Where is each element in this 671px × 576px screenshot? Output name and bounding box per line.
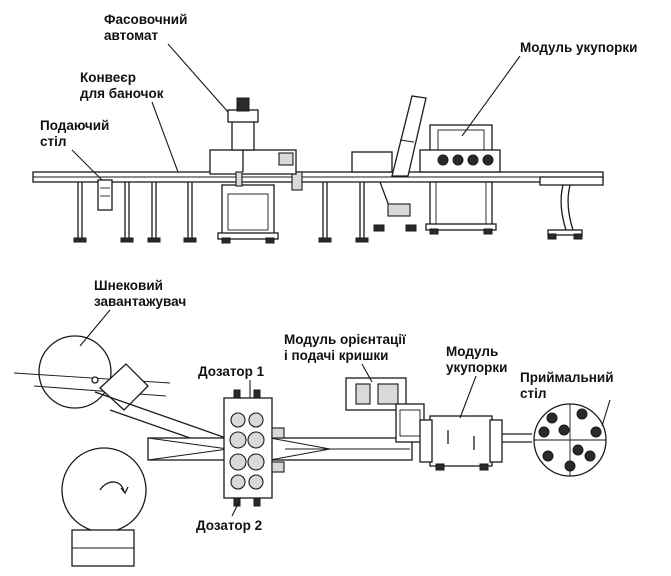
receiving-table-plan bbox=[533, 403, 607, 477]
label-screw-loader: Шнековий завантажувач bbox=[79, 278, 186, 347]
label-capper-top: Модуль укупорки bbox=[461, 40, 637, 137]
label-cap-orient: Модуль орієнтації і подачі кришки bbox=[284, 332, 407, 383]
label-conveyor-line1: Конвеєр bbox=[80, 70, 136, 85]
label-screw-loader-line1: Шнековий bbox=[94, 278, 163, 293]
screw-loader bbox=[13, 335, 231, 453]
label-dosator-1: Дозатор 1 bbox=[198, 364, 265, 398]
label-dosator-1-text: Дозатор 1 bbox=[198, 364, 265, 379]
capper-machine bbox=[351, 95, 501, 235]
label-receive-table: Приймальний стіл bbox=[520, 370, 614, 427]
label-capper-bottom-line1: Модуль bbox=[446, 344, 498, 359]
label-receive-table-line1: Приймальний bbox=[520, 370, 614, 385]
dosators bbox=[223, 389, 285, 507]
conveyor-rail bbox=[32, 171, 604, 186]
label-cap-orient-line1: Модуль орієнтації bbox=[284, 332, 407, 347]
filling-machine bbox=[209, 97, 297, 244]
label-feed-table: Подаючий стіл bbox=[40, 118, 109, 181]
cap-orientation-module bbox=[345, 377, 425, 443]
conveyor-legs bbox=[147, 171, 369, 243]
label-capper-bottom: Модуль укупорки bbox=[446, 344, 507, 419]
label-feed-table-line1: Подаючий bbox=[40, 118, 109, 133]
plan-view bbox=[13, 335, 607, 567]
second-hopper bbox=[61, 447, 147, 567]
label-cap-orient-line2: і подачі кришки bbox=[284, 348, 388, 363]
label-feed-table-line2: стіл bbox=[40, 134, 66, 149]
label-capper-bottom-line2: укупорки bbox=[446, 360, 507, 375]
label-filler-line1: Фасовочний bbox=[104, 12, 187, 27]
label-dosator-2: Дозатор 2 bbox=[196, 499, 262, 533]
receiving-table-side bbox=[547, 184, 583, 240]
label-filler: Фасовочний автомат bbox=[104, 12, 229, 113]
label-dosator-2-text: Дозатор 2 bbox=[196, 518, 262, 533]
label-receive-table-line2: стіл bbox=[520, 386, 546, 401]
label-conveyor-line2: для баночок bbox=[80, 86, 164, 101]
side-view bbox=[32, 95, 604, 244]
feed-table-legs bbox=[73, 179, 134, 243]
label-screw-loader-line2: завантажувач bbox=[94, 294, 186, 309]
label-conveyor: Конвеєр для баночок bbox=[80, 70, 179, 173]
plan-track bbox=[147, 437, 413, 461]
label-capper-top-text: Модуль укупорки bbox=[520, 40, 637, 55]
label-filler-line2: автомат bbox=[104, 28, 158, 43]
capping-module-plan bbox=[419, 415, 532, 471]
